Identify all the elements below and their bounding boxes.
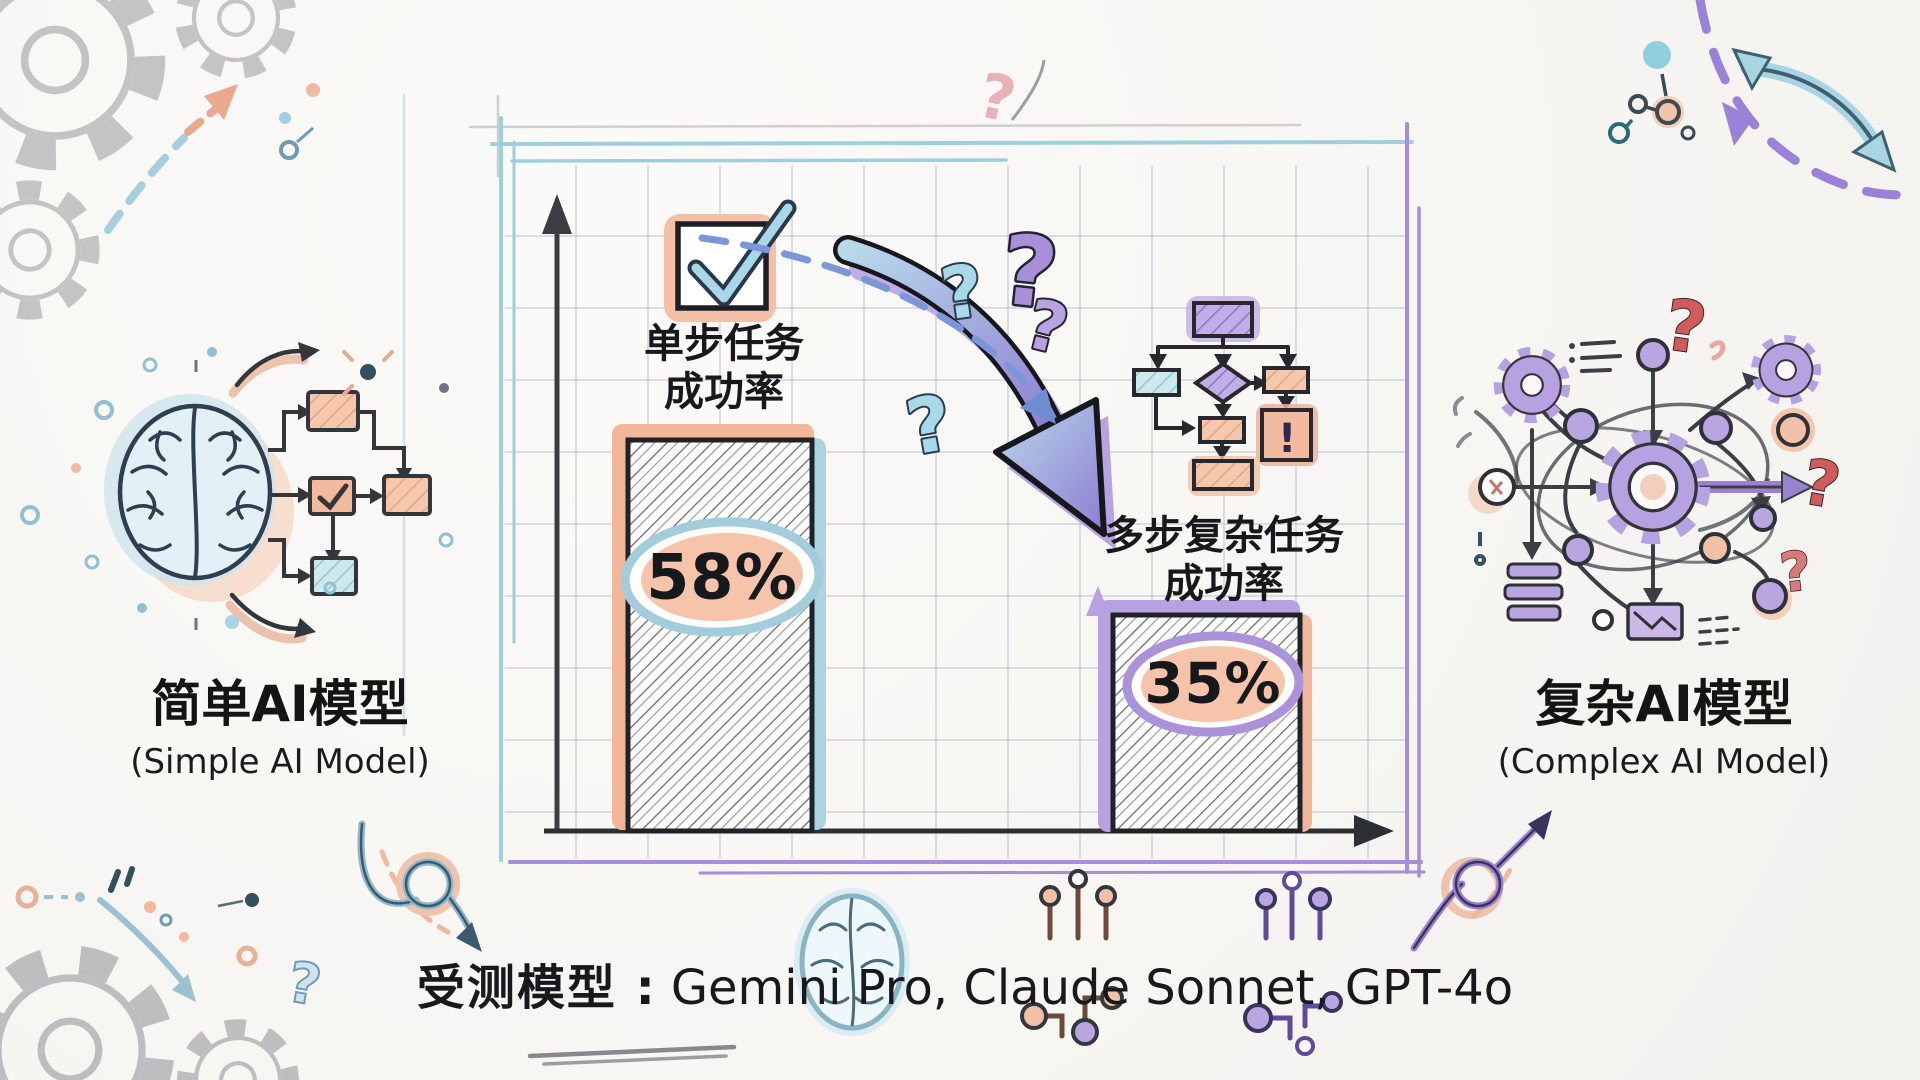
corner-gears-top-left-icon — [0, 0, 300, 320]
bar-value-multi-step: 35% — [1144, 651, 1282, 717]
footer-label: 受测模型 : — [416, 960, 657, 1016]
question-mark-icon: ? — [1660, 284, 1712, 371]
right-panel-subtitle: (Complex AI Model) — [1497, 742, 1831, 782]
mini-flowchart-icon: ! — [1132, 296, 1318, 496]
double-curve-arrow-top-right-icon — [1695, 0, 1920, 200]
question-mark-icon: ? — [1777, 539, 1815, 605]
loop-arrow-right-icon — [1410, 810, 1552, 952]
dashed-decline-arc-icon — [698, 234, 1056, 424]
right-panel-title: 复杂AI模型 — [1535, 675, 1793, 733]
right-panel-label: 复杂AI模型 (Complex AI Model) — [1498, 664, 1831, 782]
circuit-peach-icon — [1020, 869, 1124, 1046]
stacked-bars-icon — [1503, 562, 1564, 622]
chart-frame — [402, 93, 1426, 878]
loop-arrow-left-icon — [357, 820, 482, 952]
brain-icon — [794, 888, 910, 1036]
bar-multi-step — [1086, 586, 1312, 834]
footer-models: Gemini Pro, Claude Sonnet, GPT-4o — [670, 960, 1514, 1016]
list-icon — [1569, 340, 1622, 373]
question-mark-icon: ? — [283, 950, 326, 1020]
y-axis — [542, 194, 572, 832]
footer-underline — [527, 1044, 737, 1066]
bar-label-line2: 成功率 — [1164, 561, 1284, 607]
tangled-network-gears-icon: ? ? ? — [1452, 283, 1846, 646]
bar-label-single-step: 单步任务 成功率 — [644, 320, 804, 416]
footer-models-line: 受测模型 :Gemini Pro, Claude Sonnet, GPT-4o — [417, 948, 1513, 1018]
bar-label-line1: 多步复杂任务 — [1104, 513, 1344, 559]
bar-single-step — [612, 424, 826, 834]
bar-label-multi-step: 多步复杂任务 成功率 — [1104, 512, 1344, 608]
question-mark-icon: ? — [996, 213, 1063, 330]
left-panel-label: 简单AI模型 (Simple AI Model) — [130, 664, 430, 782]
bar-label-line1: 单步任务 — [644, 321, 804, 367]
bar-label-line2: 成功率 — [664, 369, 784, 415]
dashed-arrow-top-left-icon — [104, 83, 320, 234]
brain-flowchart-icon — [20, 342, 454, 644]
doodle-dots-bottom-left-icon: ? — [15, 866, 327, 1020]
exclamation-icon: ! — [1278, 416, 1296, 462]
envelope-icon — [1626, 602, 1684, 641]
question-mark-icon: ? — [900, 377, 959, 472]
question-mark-icon: ? — [1797, 445, 1845, 523]
circuit-purple-icon — [1243, 871, 1343, 1056]
checkbox-checked-icon — [664, 199, 797, 322]
molecule-doodle-icon — [1608, 41, 1696, 144]
question-mark-icon: ? — [936, 248, 989, 337]
sparkle-dots-icon — [20, 347, 454, 630]
left-panel-subtitle: (Simple AI Model) — [130, 742, 430, 782]
corner-gears-bottom-left-icon — [0, 948, 300, 1080]
left-panel-title: 简单AI模型 — [151, 675, 409, 733]
bar-value-single-step: 58% — [646, 540, 798, 614]
